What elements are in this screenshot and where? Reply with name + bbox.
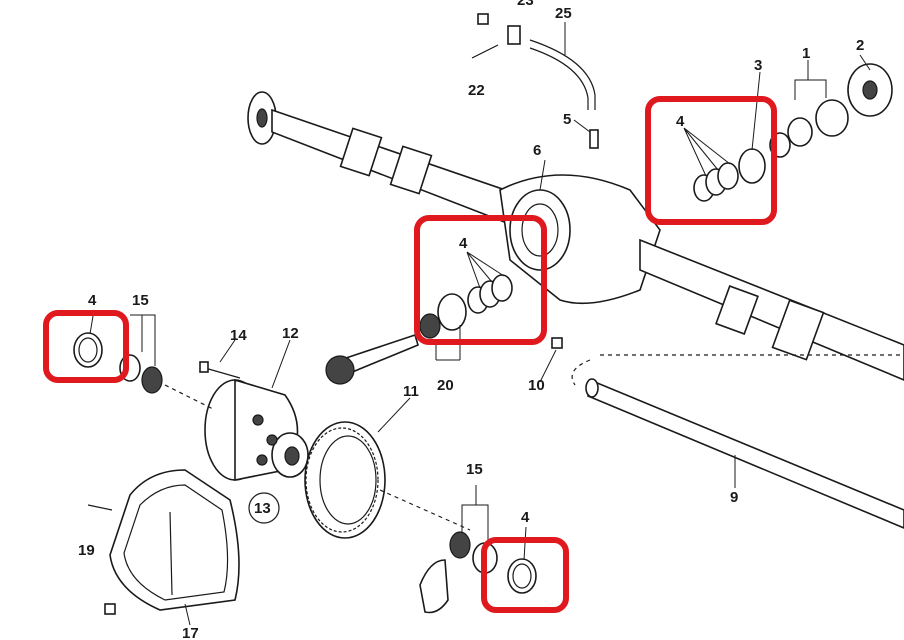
label-20: 20 (437, 377, 454, 394)
left-carrier-bearing (73, 332, 216, 411)
fill-plug (551, 337, 563, 349)
right-carrier-bearing (379, 489, 537, 594)
label-13-circle (248, 492, 280, 524)
label-4-right: 4 (521, 509, 530, 526)
ring-gear (304, 421, 386, 539)
pinion-flange-group (769, 63, 893, 158)
label-2: 2 (856, 37, 864, 54)
diff-cover (109, 469, 240, 611)
shim-set-middle (419, 274, 513, 339)
vent-tube (529, 39, 596, 110)
housing-bore (509, 189, 571, 271)
pinion-gear (325, 333, 419, 385)
axle-housing (247, 39, 904, 381)
highlight-box-right (481, 537, 569, 613)
bearing-cap (419, 559, 449, 614)
highlight-box-left (43, 310, 129, 383)
label-11: 11 (403, 383, 419, 400)
axle-shaft (571, 354, 904, 529)
label-5: 5 (563, 111, 571, 128)
label-17: 17 (182, 625, 199, 640)
left-spring-pad (339, 127, 383, 177)
vent-5 (589, 129, 599, 149)
differential-case (204, 378, 309, 481)
label-3: 3 (754, 57, 762, 74)
label-13: 13 (254, 500, 271, 517)
label-19: 19 (78, 542, 95, 559)
bolt-22 (471, 44, 499, 59)
fitting-23 (477, 13, 489, 25)
label-1: 1 (802, 45, 810, 62)
label-14: 14 (230, 327, 247, 344)
label-9: 9 (730, 489, 738, 506)
bolt-14 (204, 367, 241, 379)
pinion-bearing-20 (419, 313, 441, 339)
label-4-left: 4 (88, 292, 97, 309)
pinion-bearing (787, 117, 813, 147)
vent-fitting (507, 25, 521, 45)
label-4-middle: 4 (459, 235, 468, 252)
label-22: 22 (468, 82, 485, 99)
label-15-left: 15 (132, 292, 149, 309)
right-axle-tube (639, 238, 904, 381)
label-12: 12 (282, 325, 299, 342)
highlight-boxes (43, 96, 777, 613)
highlight-box-upper (645, 96, 777, 225)
label-4-upper: 4 (676, 113, 685, 130)
label-15-right: 15 (466, 461, 483, 478)
right-spring-pad (715, 285, 759, 335)
label-25: 25 (555, 5, 572, 22)
bearing-cup-upper (738, 148, 766, 184)
label-10: 10 (528, 377, 545, 394)
highlight-box-middle (414, 215, 547, 345)
label-6: 6 (533, 142, 541, 159)
label-23: 23 (517, 0, 534, 9)
cover-bolt (87, 504, 113, 511)
cover-plug (104, 603, 116, 615)
shim-set-upper (693, 148, 766, 202)
bearing-cup-middle (437, 293, 467, 331)
pinion-seal (815, 99, 849, 137)
